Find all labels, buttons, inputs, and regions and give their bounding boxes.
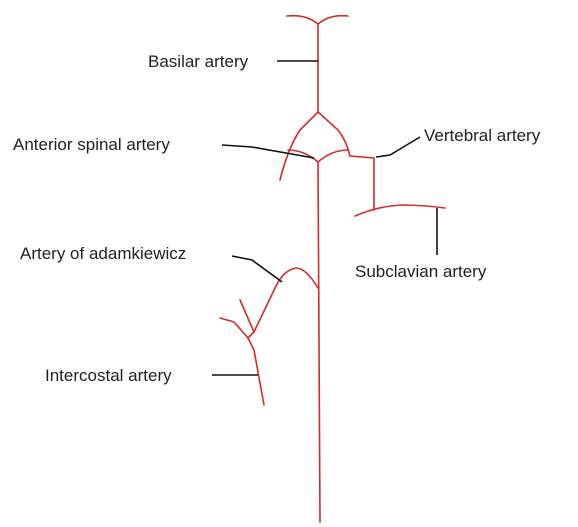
anterior-spinal-artery-label: Anterior spinal artery (13, 135, 170, 154)
subclavian-artery-vessel (355, 205, 445, 216)
anterior-spinal-artery-trunk (318, 162, 320, 522)
adamkiewicz-artery-label: Artery of adamkiewicz (20, 244, 186, 263)
labels: Basilar artery Anterior spinal artery Ve… (13, 52, 541, 385)
intercostal-branch-upper (240, 300, 254, 332)
adamkiewicz-artery-vessel (248, 268, 318, 338)
subclavian-artery-label: Subclavian artery (355, 262, 487, 281)
anterior-spinal-origin-right (318, 150, 348, 162)
right-vertebral-branch (318, 112, 374, 210)
adamkiewicz-leader (232, 256, 282, 282)
intercostal-branch-lower (220, 318, 248, 338)
intercostal-artery-label: Intercostal artery (45, 366, 172, 385)
basilar-terminal-branches (287, 16, 348, 24)
intercostal-artery-vessel (248, 338, 264, 405)
left-vertebral-branch (280, 112, 318, 180)
vertebral-leader (376, 137, 420, 157)
leader-lines (212, 61, 437, 375)
vertebral-artery-label: Vertebral artery (424, 126, 541, 145)
basilar-artery-label: Basilar artery (148, 52, 249, 71)
